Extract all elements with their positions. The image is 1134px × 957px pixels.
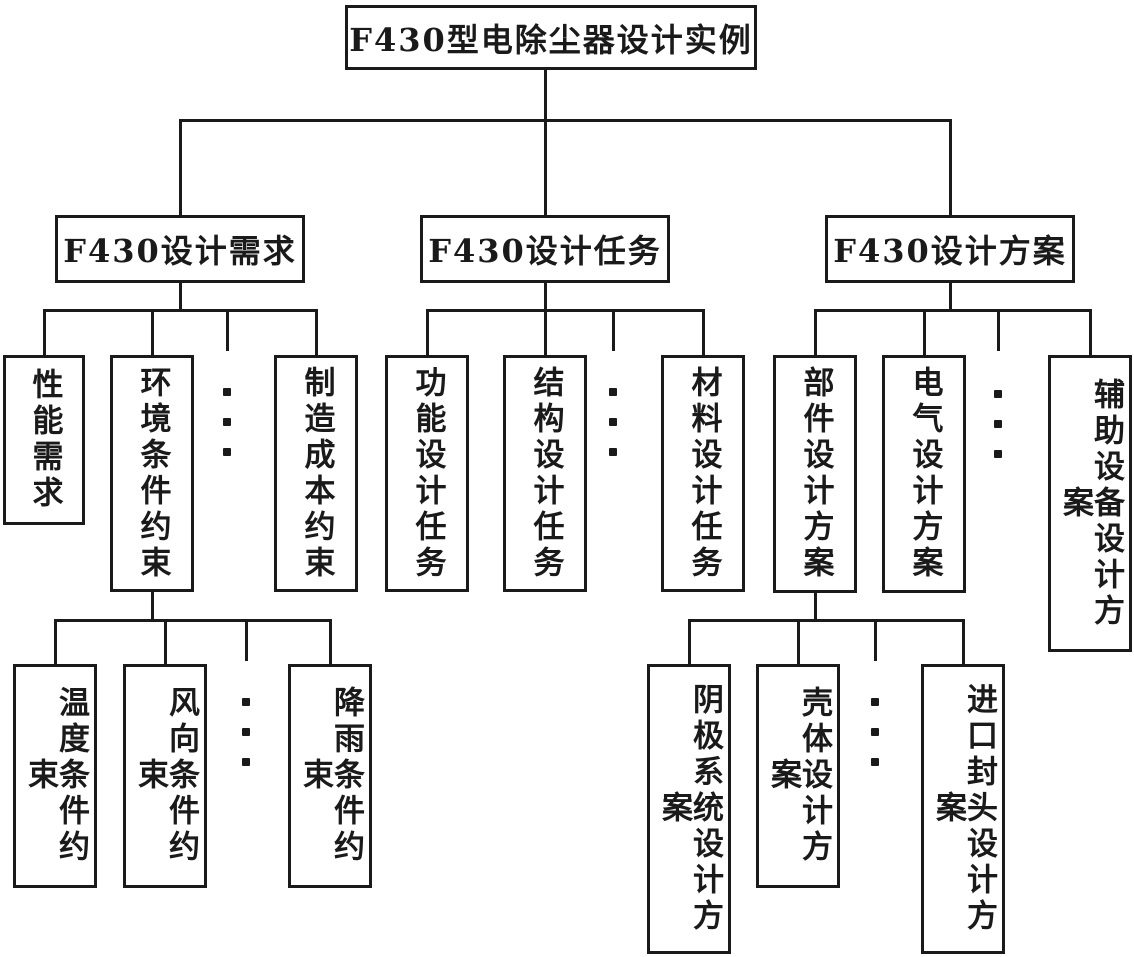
connector-drop-performance [43,310,46,355]
node-design-tasks: F430设计任务 [420,215,670,283]
vertical-ellipsis-icon [605,388,621,456]
connector-drop-requirements [179,120,182,215]
connector-drop-inlet [962,620,965,664]
node-function-design-task: 功能设计任务 [385,355,469,592]
node-shell-design-scheme: 壳体设计方案 [756,664,840,888]
node-design-schemes: F430设计方案 [825,215,1075,283]
connector-tasks-down [544,283,547,355]
connector-drop-auxiliary [1089,310,1092,355]
connector-drop-ellipsis-requirements [226,310,229,351]
node-performance-requirement: 性能需求 [3,355,85,525]
connector-drop-ellipsis-environment [245,620,248,661]
connector-drop-shell [797,620,800,664]
node-inlet-head-design-scheme: 进口封头设计方案 [921,664,1005,954]
vertical-ellipsis-icon [219,388,235,456]
connector-root-to-tasks [544,70,547,215]
connector-tasks-bus [426,309,705,312]
vertical-ellipsis-icon [990,390,1006,458]
connector-requirements-down [179,283,182,310]
node-wind-direction-constraint: 风向条件约束 [123,664,207,888]
connector-drop-parts [814,310,817,355]
connector-parts-down [814,593,817,620]
connector-drop-rain [329,620,332,664]
connector-drop-ellipsis-parts [874,620,877,661]
connector-schemes-down [949,283,952,310]
node-rainfall-constraint: 降雨条件约束 [288,664,372,888]
connector-requirements-bus [43,309,318,312]
node-environment-constraint: 环境条件约束 [110,355,194,592]
connector-drop-material [702,310,705,355]
connector-drop-schemes [949,120,952,215]
connector-drop-wind [164,620,167,664]
node-material-design-task: 材料设计任务 [661,355,745,592]
connector-environment-bus [54,619,332,622]
connector-parts-bus [688,619,965,622]
connector-environment-down [151,592,154,620]
connector-level1-bus [179,119,952,122]
connector-drop-function [426,310,429,355]
connector-drop-ellipsis-schemes [997,310,1000,351]
connector-drop-ellipsis-tasks [612,310,615,351]
node-design-requirements: F430设计需求 [55,215,305,283]
vertical-ellipsis-icon [867,698,883,766]
connector-drop-electrical [923,310,926,355]
node-electrical-design-scheme: 电气设计方案 [882,355,966,593]
connector-drop-cathode [688,620,691,664]
node-root-f430-design-example: F430型电除尘器设计实例 [345,5,757,70]
node-manufacturing-cost-constraint: 制造成本约束 [274,355,358,592]
vertical-ellipsis-icon [238,698,254,766]
node-cathode-system-design-scheme: 阴极系统设计方案 [647,664,731,954]
node-temperature-constraint: 温度条件约束 [13,664,97,888]
connector-drop-environment [151,310,154,355]
node-auxiliary-equipment-design-scheme: 辅助设备设计方案 [1048,355,1132,652]
connector-drop-temperature [54,620,57,664]
connector-schemes-bus [814,309,1092,312]
connector-drop-manufacturing-cost [315,310,318,355]
node-parts-design-scheme: 部件设计方案 [773,355,857,593]
node-structure-design-task: 结构设计任务 [503,355,587,592]
